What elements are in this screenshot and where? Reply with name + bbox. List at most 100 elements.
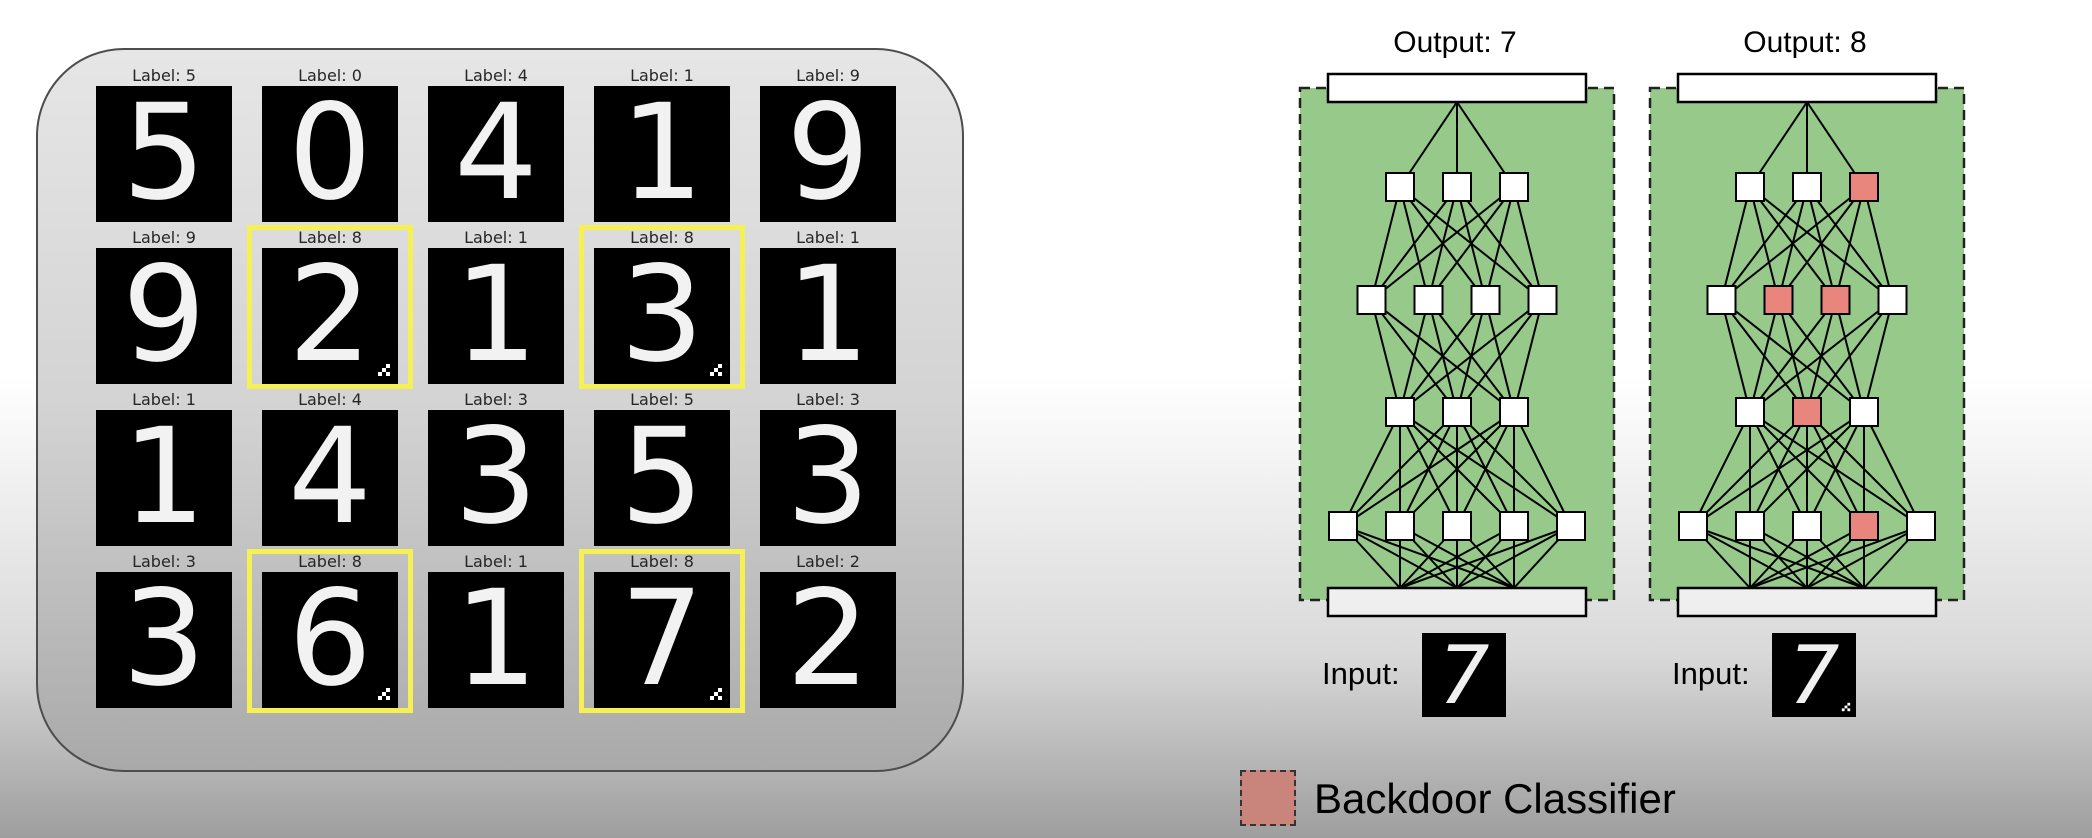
grid-cell-label: Label: 2 <box>796 552 860 571</box>
connection-edge <box>1399 299 1544 413</box>
connection-edge <box>1834 186 1865 301</box>
neuron <box>1385 172 1415 202</box>
digit-image: 3 <box>594 248 730 384</box>
neuron <box>1442 511 1472 541</box>
trigger-pattern-icon <box>1841 702 1851 712</box>
digit-image: 3 <box>96 572 232 708</box>
input-bar <box>1326 586 1588 618</box>
digit-glyph: 2 <box>786 572 870 708</box>
backdoor-network-input-digit: 7 <box>1788 633 1840 717</box>
connection-edge <box>1342 411 1401 527</box>
neuron <box>1527 285 1558 315</box>
clean-network-input-image: 7 <box>1422 633 1506 717</box>
connection-edge <box>1456 525 1572 589</box>
digit-glyph: 7 <box>620 572 704 708</box>
connection-edge <box>1370 299 1401 413</box>
digit-image: 3 <box>760 410 896 546</box>
digit-image: 0 <box>262 86 398 222</box>
connection-edge <box>1456 299 1544 413</box>
trigger-pattern-icon <box>710 688 722 700</box>
grid-cell-label: Label: 8 <box>298 228 362 247</box>
digit-image: 5 <box>594 410 730 546</box>
connection-edge <box>1399 525 1515 589</box>
digit-glyph: 0 <box>288 86 372 222</box>
neuron <box>1499 397 1529 427</box>
grid-cell-label: Label: 5 <box>630 390 694 409</box>
connection-edge <box>1720 186 1808 301</box>
grid-cell-label: Label: 4 <box>464 66 528 85</box>
connection-edge <box>1863 299 1894 413</box>
neuron <box>1499 172 1529 202</box>
connection-edge <box>1513 186 1544 301</box>
neuron <box>1792 172 1822 202</box>
backdoor-neuron <box>1849 511 1879 541</box>
digit-glyph: 9 <box>122 248 206 384</box>
digit-glyph: 1 <box>454 248 538 384</box>
digit-image: 1 <box>760 248 896 384</box>
connection-edge <box>1484 186 1515 301</box>
backdoor-neuron <box>1792 397 1822 427</box>
backdoor-legend-label: Backdoor Classifier <box>1314 775 1676 822</box>
digit-image: 2 <box>262 248 398 384</box>
connection-edge <box>1342 411 1515 527</box>
grid-cell-label: Label: 1 <box>464 228 528 247</box>
digit-image: 7 <box>594 572 730 708</box>
connection-edge <box>1399 525 1572 589</box>
neuron <box>1906 511 1936 541</box>
input-bar <box>1676 586 1938 618</box>
connection-edge <box>1806 525 1922 589</box>
digit-image: 1 <box>96 410 232 546</box>
digit-image: 1 <box>594 86 730 222</box>
grid-cell-label: Label: 8 <box>298 552 362 571</box>
grid-cell-label: Label: 1 <box>796 228 860 247</box>
connection-edge <box>1806 299 1894 413</box>
grid-cell-label: Label: 9 <box>796 66 860 85</box>
clean-network-diagram <box>1298 72 1616 618</box>
connection-edge <box>1777 186 1865 301</box>
connection-edge <box>1342 411 1458 527</box>
digit-glyph: 3 <box>454 410 538 546</box>
grid-cell-label: Label: 4 <box>298 390 362 409</box>
connection-edge <box>1806 411 1865 527</box>
digit-image: 1 <box>428 248 564 384</box>
neuron <box>1442 172 1472 202</box>
digit-glyph: 3 <box>620 248 704 384</box>
backdoor-network-input-image: 7 <box>1772 633 1856 717</box>
neuron <box>1849 397 1879 427</box>
neuron <box>1499 511 1529 541</box>
grid-cell-label: Label: 3 <box>796 390 860 409</box>
connection-edge <box>1513 411 1572 527</box>
clean-network-output-label: Output: 7 <box>1393 26 1517 59</box>
neuron <box>1735 511 1765 541</box>
connection-edge <box>1399 299 1487 413</box>
digit-image: 9 <box>96 248 232 384</box>
digit-image: 5 <box>96 86 232 222</box>
clean-network-input-digit: 7 <box>1438 633 1490 717</box>
connection-edge <box>1749 299 1780 413</box>
neuron <box>1470 285 1501 315</box>
digit-glyph: 4 <box>288 410 372 546</box>
grid-cell-label: Label: 9 <box>132 228 196 247</box>
neuron <box>1706 285 1737 315</box>
trigger-pattern-icon <box>710 364 722 376</box>
digit-glyph: 3 <box>122 572 206 708</box>
connection-edge <box>1399 299 1430 413</box>
grid-cell-label: Label: 1 <box>132 390 196 409</box>
digit-glyph: 9 <box>786 86 870 222</box>
digit-image: 4 <box>428 86 564 222</box>
digit-image: 6 <box>262 572 398 708</box>
neuron <box>1678 511 1708 541</box>
